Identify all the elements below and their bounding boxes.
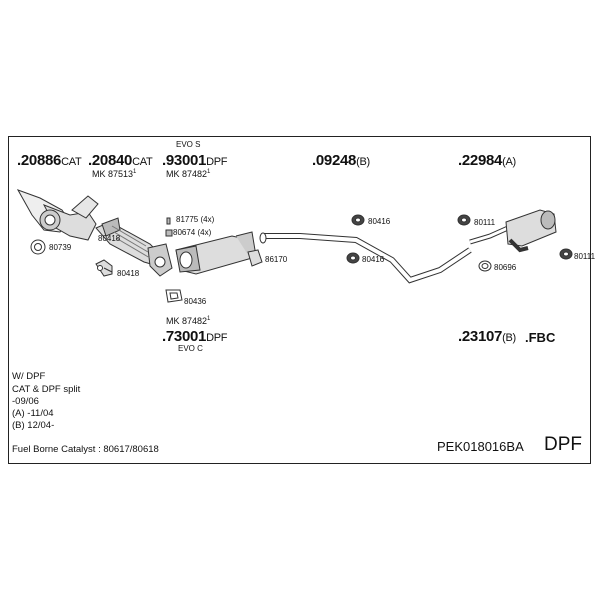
part-number-09248: .09248(B) [312,152,370,169]
catalyst-manifold-drawing [16,189,99,241]
label-80416-top: 80416 [368,217,391,226]
part-number-93001: .93001DPF [162,152,228,169]
label-80111-right: 80111 [574,252,596,261]
mk-reference-87513: MK 875131 [92,169,137,179]
label-80739: 80739 [49,243,72,252]
middle-pipe-09248-drawing [259,232,472,284]
gasket-80436-drawing [165,289,183,303]
diagram-frame [8,136,591,464]
mk-reference-87482-top: MK 874821 [166,169,211,179]
rear-silencer-22984-drawing [469,209,557,253]
note-line-1: W/ DPF [12,371,46,382]
bolt-nut-drawing [165,217,173,237]
kit-code: PEK018016BA [437,439,524,454]
note-line-6: Fuel Borne Catalyst : 80617/80618 [12,444,159,455]
clamp-80418-drawing [95,259,113,277]
note-line-3: -09/06 [12,396,39,407]
note-line-2: CAT & DPF split [12,384,81,395]
kit-type-dpf: DPF [544,434,582,455]
label-81775: 81775 (4x) [176,215,215,224]
label-80674: 80674 (4x) [173,228,212,237]
rubber-mount-80111-right-drawing [559,248,573,260]
part-number-23107: .23107(B) [458,328,516,345]
note-line-4: (A) -11/04 [12,408,54,419]
fbc-label: .FBC [525,330,556,345]
mk-reference-87482-bottom: MK 874821 [166,316,211,326]
part-number-73001: .73001DPF [162,328,228,345]
part-number-22984: .22984(A) [458,152,516,169]
label-80418: 80418 [117,269,140,278]
part-number-20886: .20886CAT [17,152,82,169]
label-80418-top: 80418 [98,234,121,243]
catalyst-20840-drawing [95,217,173,277]
label-80416-bottom: 80416 [362,255,385,264]
evo-s-label: EVO S [176,140,201,149]
rubber-mount-80416-top-drawing [351,214,365,226]
clamp-86170-drawing [247,249,263,267]
part-number-20840: .20840CAT [88,152,153,169]
label-80436: 80436 [184,297,207,306]
note-line-5: (B) 12/04- [12,420,55,431]
rubber-mount-80111-left-drawing [457,214,471,226]
label-80696: 80696 [494,263,517,272]
evo-c-label: EVO C [178,344,203,353]
clamp-ring-80696-drawing [478,260,492,272]
gasket-ring-80739-drawing [30,239,46,255]
dpf-93001-drawing [175,231,256,275]
rubber-mount-80416-bottom-drawing [346,252,360,264]
label-80111-left: 80111 [474,218,496,227]
label-86170: 86170 [265,255,288,264]
